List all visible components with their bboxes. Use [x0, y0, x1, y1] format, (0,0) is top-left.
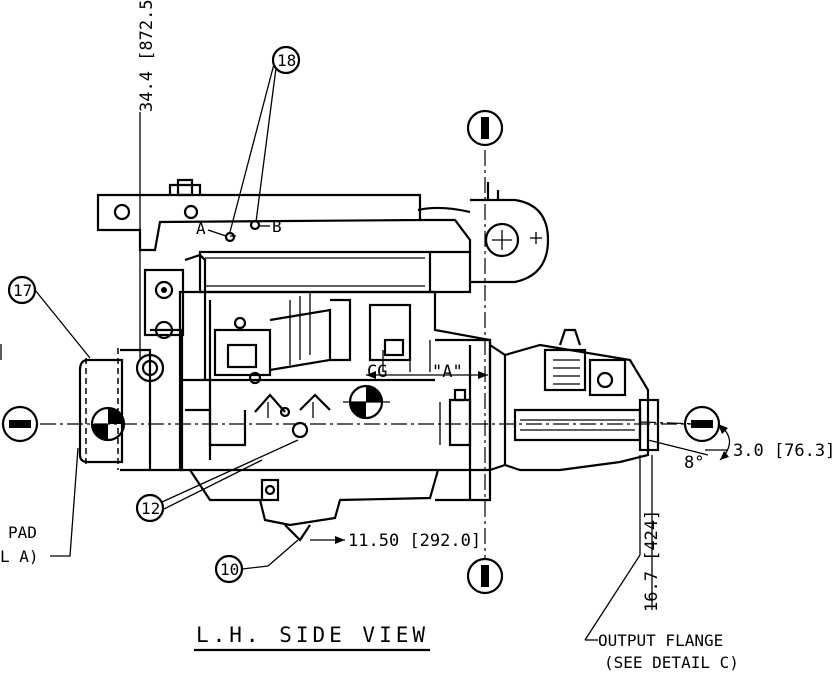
callout-10-text: 10	[220, 560, 239, 579]
label-a: A	[196, 219, 206, 238]
callout-17	[7, 275, 91, 359]
flywheel-housing	[435, 338, 492, 502]
output-flange-label: OUTPUT FLANGE	[598, 631, 723, 650]
callout-18	[229, 45, 301, 233]
callout-10	[214, 539, 299, 584]
alternator	[135, 253, 207, 383]
centerline-marker-top	[466, 109, 504, 147]
flange-offset-dimension	[647, 423, 731, 461]
cg-symbol-front	[90, 406, 126, 442]
pad-label-line2: L A)	[0, 547, 39, 566]
fuel-pump	[213, 293, 412, 385]
output-flange	[638, 398, 660, 452]
cg-height-dimension-line	[310, 536, 345, 544]
manifold	[198, 218, 472, 294]
view-title: L.H. SIDE VIEW	[196, 623, 429, 647]
angle-text: 8°	[684, 453, 704, 473]
callout-17-text: 17	[13, 281, 32, 300]
output-flange-detail-label: (SEE DETAIL C)	[604, 653, 739, 672]
flange-vertical-dimension	[639, 455, 653, 610]
cg-dimension	[366, 340, 488, 379]
flange-vertical-text: 16.7 [424]	[642, 510, 662, 612]
centerline-marker-left	[1, 405, 39, 443]
height-dimension-text: 34.4 [872.5]	[137, 0, 157, 112]
cg-label: CG	[367, 362, 387, 382]
upper-body	[96, 178, 422, 252]
cg-height-dimension-text: 11.50 [292.0]	[348, 531, 481, 551]
turbo-housing	[417, 182, 550, 284]
callout-12-text: 12	[141, 499, 160, 518]
flange-offset-text: 3.0 [76.3]	[733, 441, 832, 461]
centerline-marker-bottom	[466, 557, 504, 595]
callout-12	[135, 439, 299, 523]
pad-label: PAD	[8, 523, 37, 542]
front-cover	[78, 328, 184, 472]
pad-leader	[50, 447, 79, 557]
oil-pan	[189, 469, 440, 542]
output-flange-leader	[584, 554, 641, 641]
label-b: B	[272, 217, 282, 236]
a-quoted-label: "A"	[432, 362, 463, 382]
height-dimension: 34.4 [872.5]	[137, 0, 157, 360]
callout-18-text: 18	[277, 51, 296, 70]
cg-symbol-center	[343, 384, 390, 420]
transmission	[489, 328, 650, 472]
